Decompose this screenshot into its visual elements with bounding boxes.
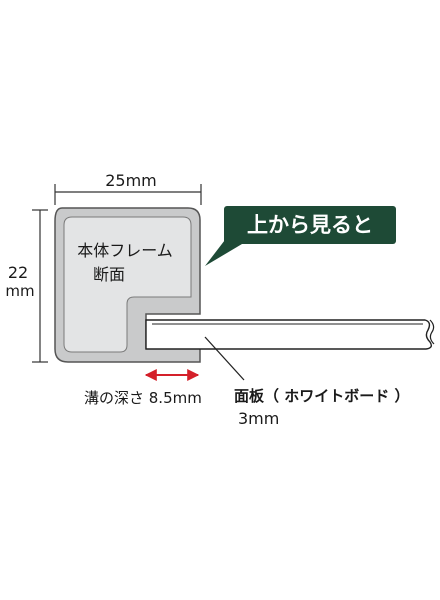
width-dimension: 25mm xyxy=(54,171,202,205)
width-dimension-label: 25mm xyxy=(105,171,157,190)
groove-depth-label: 溝の深さ 8.5mm xyxy=(84,389,202,407)
callout-bubble: 上から見ると xyxy=(205,206,396,266)
face-board xyxy=(145,319,435,350)
groove-depth: 溝の深さ 8.5mm xyxy=(84,369,202,407)
frame-profile: 本体フレーム 断面 xyxy=(54,207,201,363)
callout-text: 上から見ると xyxy=(247,213,373,237)
face-board-leader-line xyxy=(204,336,245,381)
face-board-annotation: 面板（ ホワイトボード ） 3mm xyxy=(204,336,409,428)
face-board-label-line2: 3mm xyxy=(238,409,279,428)
height-dimension: 22 mm xyxy=(5,209,48,363)
face-board-label-line1: 面板（ ホワイトボード ） xyxy=(234,387,409,405)
height-dimension-label-unit: mm xyxy=(5,282,34,300)
frame-profile-label-line1: 本体フレーム xyxy=(77,241,173,260)
face-board-break-mark xyxy=(429,319,435,345)
callout-box xyxy=(224,206,396,244)
face-board-body xyxy=(145,319,433,350)
frame-profile-inner-chamber xyxy=(63,216,192,353)
frame-profile-label-line2: 断面 xyxy=(93,265,125,284)
height-dimension-label-number: 22 xyxy=(8,263,28,282)
